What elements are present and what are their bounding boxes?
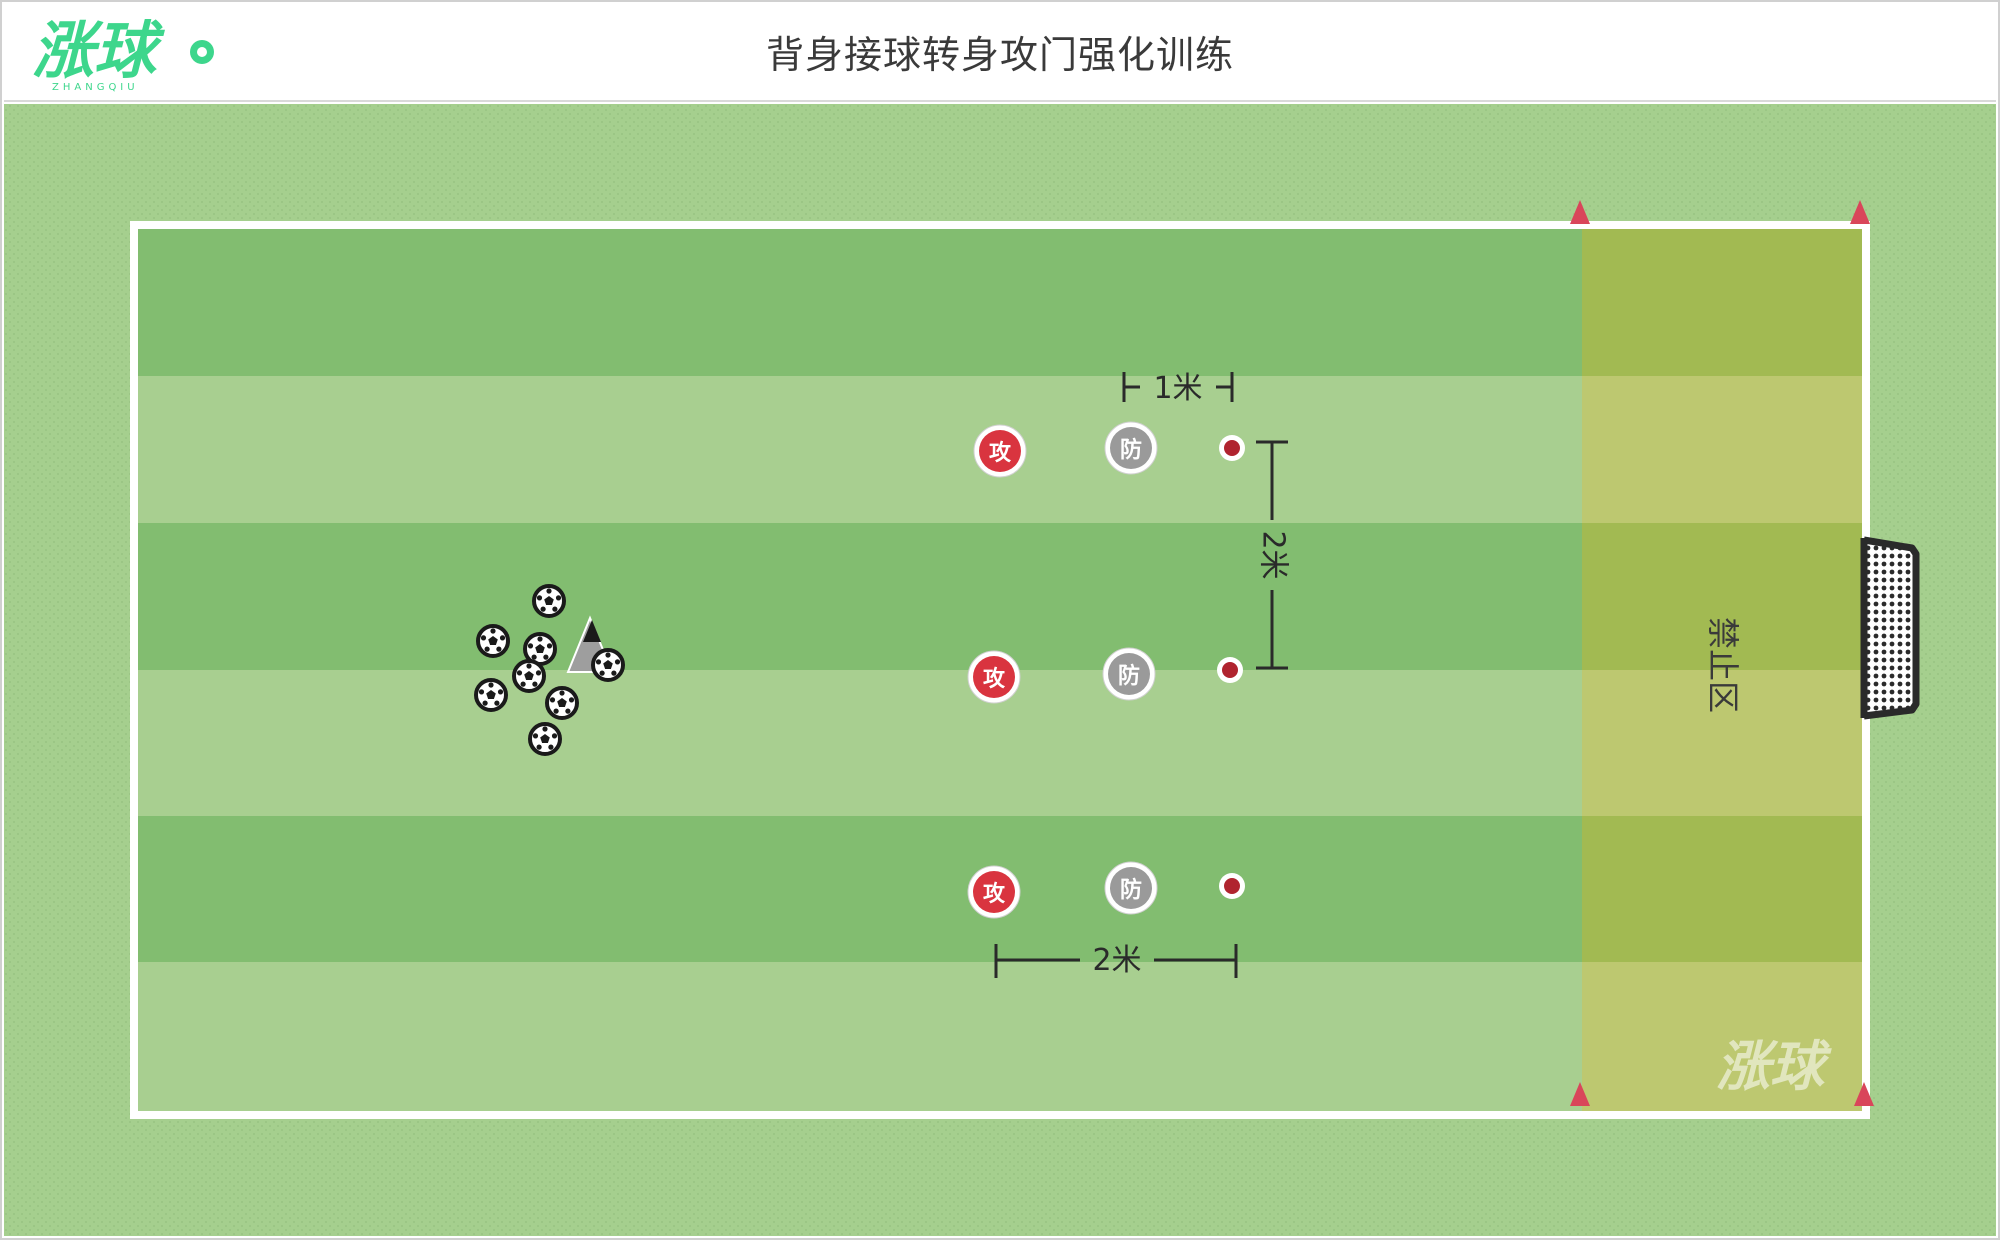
soccer-ball-icon	[512, 659, 546, 693]
cone-icon	[1570, 200, 1590, 224]
page-title: 背身接球转身攻门强化训练	[765, 33, 1234, 77]
soccer-ball-icon	[591, 648, 625, 682]
defender-2: 防	[1102, 647, 1156, 701]
cone-icon	[1570, 1082, 1590, 1106]
soccer-ball-icon	[528, 722, 562, 756]
logo-subtext: ZHANGQIU	[52, 82, 139, 92]
target-marker	[1217, 657, 1243, 683]
soccer-ball-icon	[532, 584, 566, 618]
pitch-stripes	[136, 228, 1582, 1112]
measure-2m-vertical	[1256, 440, 1288, 670]
soccer-ball-icon	[545, 686, 579, 720]
forbidden-zone	[1582, 228, 1862, 1112]
target-marker	[1219, 873, 1245, 899]
header-bar: 涨球 ZHANGQIU 背身接球转身攻门强化训练	[4, 4, 1996, 102]
attacker-3: 攻	[967, 865, 1021, 919]
attacker-label: 攻	[983, 666, 1006, 692]
defender-label: 防	[1118, 664, 1140, 689]
logo-text: 涨球	[32, 14, 165, 87]
target-marker	[1219, 435, 1245, 461]
defender-3: 防	[1104, 861, 1158, 915]
attacker-label: 攻	[983, 881, 1006, 907]
measure-2m-vertical-label: 2米	[1256, 530, 1291, 579]
ball-pile	[474, 584, 625, 756]
goal-icon	[1860, 536, 1920, 720]
measure-2m-horizontal-label: 2米	[1092, 943, 1141, 978]
soccer-ball-icon	[523, 632, 557, 666]
zhangqiu-logo: 涨球 ZHANGQIU	[32, 14, 214, 92]
cone-icon	[1850, 200, 1870, 224]
measure-1m	[1122, 372, 1234, 402]
watermark: 涨球	[1716, 1035, 1832, 1098]
attacker-2: 攻	[967, 650, 1021, 704]
defender-1: 防	[1104, 421, 1158, 475]
cone-icon	[1854, 1082, 1874, 1106]
defender-label: 防	[1120, 878, 1142, 903]
soccer-ball-icon	[474, 678, 508, 712]
attacker-label: 攻	[989, 440, 1012, 466]
measure-1m-label: 1米	[1153, 371, 1202, 406]
measure-2m-horizontal	[994, 944, 1238, 978]
attacker-1: 攻	[973, 424, 1027, 478]
soccer-ball-icon	[476, 624, 510, 658]
forbidden-zone-label: 禁止区	[1704, 617, 1742, 713]
defender-label: 防	[1120, 438, 1142, 463]
